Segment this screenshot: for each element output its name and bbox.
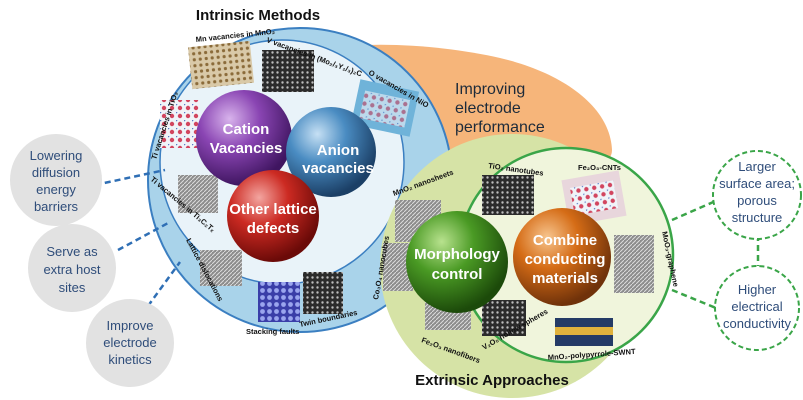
bubble-kinetics-line-2: electrode: [103, 335, 156, 350]
bubble-surface: [712, 150, 802, 240]
improving-line-3: performance: [455, 119, 545, 136]
bubble-conductivity-line-1: Higher: [738, 282, 777, 297]
lattice-label-2: defects: [247, 220, 300, 237]
ti-vacancy-mxene-image: [178, 175, 218, 213]
bubble-host-line-1: Serve as: [46, 244, 98, 259]
bubble-lowering-line-2: diffusion: [32, 165, 80, 180]
intrinsic-title: Intrinsic Methods: [196, 7, 320, 24]
anion-vacancies-sphere: [286, 107, 376, 197]
combine-label-2: conducting: [525, 251, 606, 268]
cation-label-1: Cation: [223, 121, 270, 138]
other-lattice-defects-sphere: [227, 170, 319, 262]
connector-kinetics: [146, 261, 182, 307]
lattice-label-1: Other lattice: [229, 201, 317, 218]
o-vacancy-stripes: [359, 90, 411, 128]
bubble-conductivity-line-3: conductivity: [723, 316, 791, 331]
anion-label-2: vacancies: [302, 160, 374, 177]
combine-label-1: Combine: [533, 232, 597, 249]
morphology-control-sphere: [406, 211, 508, 313]
moo3-graphene-image: [614, 235, 654, 293]
bubble-lowering: [10, 134, 102, 226]
bubble-host-line-2: extra host: [43, 262, 100, 277]
anion-label-1: Anion: [317, 142, 360, 159]
lattice-dislocation-image: [200, 250, 242, 286]
twin-boundary-image: [303, 272, 343, 314]
v2o5-hollow-image: [482, 300, 526, 336]
morphology-label-1: Morphology: [414, 246, 500, 263]
stacking-fault-image: [258, 282, 300, 322]
combine-label-3: materials: [532, 270, 598, 287]
bubble-surface-line-1: Larger: [738, 159, 776, 174]
bubble-kinetics-line-3: kinetics: [108, 352, 152, 367]
ti-vacancy-tio2-image: [160, 100, 200, 148]
v-vacancy-image: [262, 50, 314, 92]
mn-vacancy-image: [187, 40, 255, 90]
combine-conducting-sphere: [513, 208, 611, 306]
connector-conductivity: [671, 288, 717, 310]
improving-line-1: Improving: [455, 81, 525, 98]
bubble-conductivity-line-2: electrical: [731, 299, 782, 314]
bubble-host-line-3: sites: [59, 280, 86, 295]
connector-lowering: [94, 168, 166, 187]
bubble-lowering-line-4: barriers: [34, 199, 79, 214]
bubble-lowering-line-3: energy: [36, 182, 76, 197]
improving-line-2: electrode: [455, 100, 521, 117]
bubble-conductivity: [714, 265, 800, 351]
fe2o3-cnt-detail: [569, 180, 619, 216]
tio2-nanotube-image: [482, 175, 534, 215]
bubble-surface-line-4: structure: [732, 210, 783, 225]
morphology-label-2: control: [432, 266, 483, 283]
bubble-surface-line-3: porous: [737, 193, 777, 208]
bubble-lowering-line-1: Lowering: [30, 148, 83, 163]
bubble-kinetics: [86, 299, 174, 387]
bubble-host: [28, 224, 116, 312]
extrinsic-title: Extrinsic Approaches: [415, 372, 569, 389]
cation-label-2: Vacancies: [210, 140, 283, 157]
bubble-surface-line-2: surface area;: [719, 176, 795, 191]
cation-vacancies-sphere: [196, 90, 292, 186]
connector-surface: [671, 198, 719, 222]
bubble-kinetics-line-1: Improve: [107, 318, 154, 333]
stacking-fault-label: Stacking faults: [246, 327, 299, 336]
mno2-polypyrrole-band: [555, 327, 613, 335]
fe2o3-cnt-label: Fe₂O₃-CNTs: [578, 163, 621, 172]
